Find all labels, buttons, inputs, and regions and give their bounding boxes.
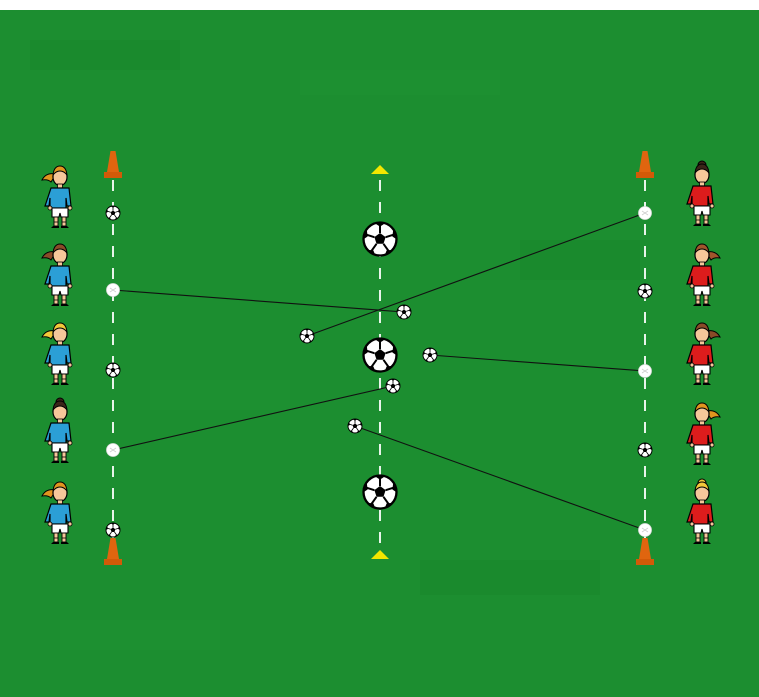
soccer-ball-icon [106,363,120,377]
soccer-ball-icon [106,206,120,220]
spot-marker-icon [639,365,652,378]
soccer-ball-icon [364,339,397,372]
soccer-ball-icon [300,329,314,343]
spot-marker-icon [639,207,652,220]
soccer-ball-icon [364,223,397,256]
spot-marker-icon [107,284,120,297]
spot-marker-icon [107,444,120,457]
soccer-ball-icon [638,443,652,457]
soccer-ball-icon [348,419,362,433]
soccer-ball-icon [386,379,400,393]
soccer-ball-icon [423,348,437,362]
soccer-ball-icon [397,305,411,319]
soccer-ball-icon [638,284,652,298]
soccer-ball-icon [364,476,397,509]
spot-marker-icon [639,524,652,537]
soccer-ball-icon [106,523,120,537]
